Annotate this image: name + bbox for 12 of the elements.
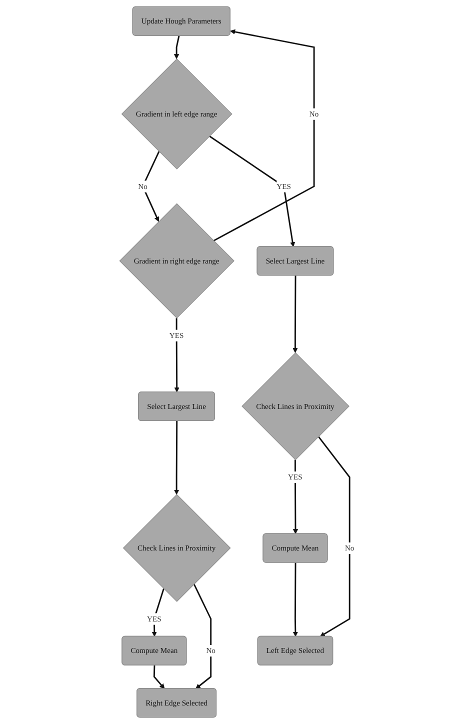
arrow: [318, 436, 350, 637]
arrow: [142, 151, 160, 222]
arrow: [292, 276, 298, 354]
arrow: [174, 36, 180, 60]
arrow: [213, 29, 315, 242]
arrow: [174, 421, 180, 495]
arrow: [209, 136, 296, 247]
arrow: [292, 562, 298, 637]
arrow: [193, 584, 212, 689]
arrow: [292, 460, 298, 534]
arrow: [153, 665, 165, 689]
arrow: [174, 318, 180, 392]
